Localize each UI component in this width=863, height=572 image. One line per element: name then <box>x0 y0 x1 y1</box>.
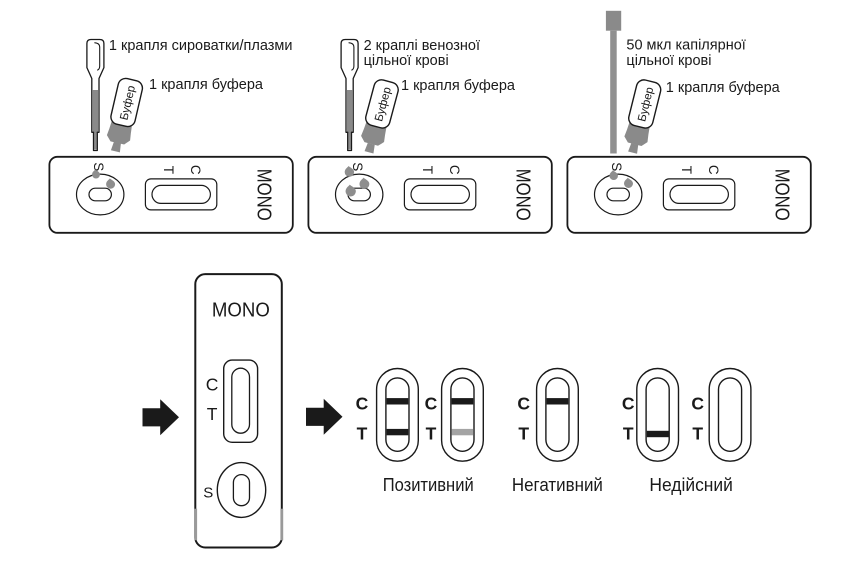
svg-text:S: S <box>203 485 213 502</box>
svg-text:T: T <box>518 424 529 444</box>
svg-text:MONO: MONO <box>212 299 270 322</box>
svg-text:Негативний: Негативний <box>512 474 603 495</box>
svg-text:C: C <box>691 394 704 414</box>
svg-text:C: C <box>517 394 530 414</box>
svg-text:T: T <box>623 424 634 444</box>
svg-text:цільної крові: цільної крові <box>626 53 711 69</box>
svg-text:T: T <box>426 424 437 444</box>
svg-text:C: C <box>622 394 635 414</box>
svg-text:Позитивний: Позитивний <box>383 474 474 495</box>
svg-text:1 крапля буфера: 1 крапля буфера <box>666 80 781 96</box>
svg-text:C: C <box>425 394 438 414</box>
svg-text:C: C <box>206 375 219 395</box>
svg-text:T: T <box>207 404 218 424</box>
svg-text:2 краплі венозної: 2 краплі венозної <box>364 38 480 54</box>
svg-text:T: T <box>692 424 703 444</box>
svg-text:1 крапля буфера: 1 крапля буфера <box>149 77 264 93</box>
svg-text:T: T <box>357 424 368 444</box>
svg-text:C: C <box>356 394 369 414</box>
svg-text:50 мкл капілярної: 50 мкл капілярної <box>626 38 745 54</box>
svg-text:цільної крові: цільної крові <box>364 53 449 69</box>
svg-text:1 крапля буфера: 1 крапля буфера <box>401 78 516 94</box>
svg-text:Недійсний: Недійсний <box>649 474 733 495</box>
svg-text:1 крапля сироватки/плазми: 1 крапля сироватки/плазми <box>109 38 293 54</box>
